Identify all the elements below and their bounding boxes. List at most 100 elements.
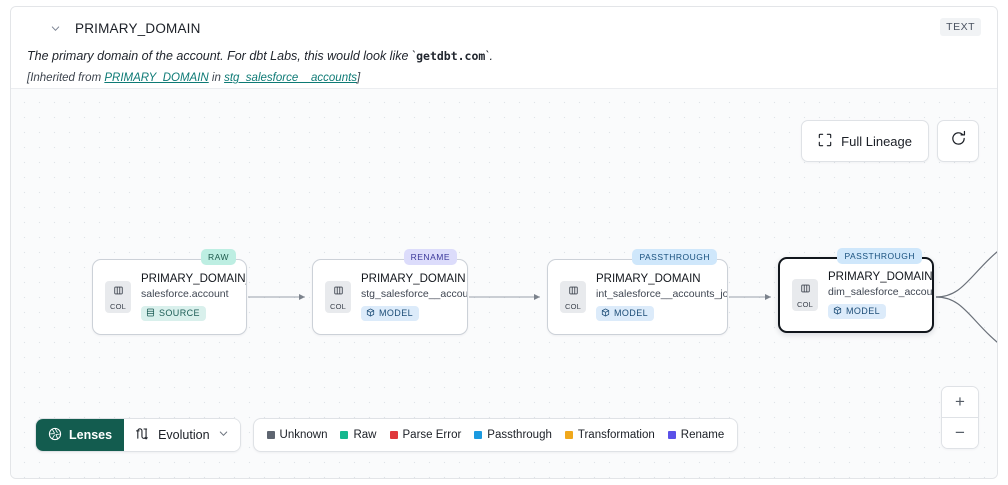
cube-icon <box>366 308 375 319</box>
chevron-down-icon <box>218 428 229 442</box>
column-detail-panel: PRIMARY_DOMAIN TEXT The primary domain o… <box>10 6 998 479</box>
lineage-node[interactable]: RAW COL PRIMARY_DOMAIN__C salesforce.accoun… <box>92 249 247 335</box>
node-column-name: PRIMARY_DOMAIN <box>828 270 932 283</box>
node-asset-type-label: SOURCE <box>159 308 200 318</box>
legend-swatch <box>266 431 275 439</box>
node-column-name: PRIMARY_DOMAIN <box>596 272 701 285</box>
zoom-controls: + − <box>941 386 979 449</box>
lenses-button[interactable]: Lenses <box>36 419 125 451</box>
node-asset-type-label: MODEL <box>614 308 649 318</box>
legend-swatch <box>667 431 676 439</box>
evolution-label: Evolution <box>158 428 210 442</box>
node-body: PRIMARY_DOMAIN dim_salesforce_accountsMOD… <box>828 271 932 320</box>
lineage-node[interactable]: PASSTHROUGH COL PRIMARY_DOMAIN int_salesfor… <box>547 249 728 335</box>
column-type-chip: COL <box>560 281 586 313</box>
legend-item[interactable]: Passthrough <box>474 429 552 441</box>
canvas-top-controls: Full Lineage <box>801 120 979 162</box>
description-text: The primary domain of the account. For d… <box>27 49 412 63</box>
column-title-row: PRIMARY_DOMAIN <box>27 17 981 39</box>
column-icon <box>800 281 811 299</box>
refresh-icon <box>950 130 967 152</box>
zoom-in-button[interactable]: + <box>942 387 978 418</box>
node-transformation-badge: RAW <box>200 249 236 265</box>
expand-icon <box>818 133 832 150</box>
node-dataset-name: int_salesforce__accounts_joined <box>596 287 727 300</box>
edge-out-lower <box>935 296 997 343</box>
legend-label: Rename <box>680 429 725 441</box>
legend-label: Passthrough <box>487 429 552 441</box>
legend-swatch <box>474 431 483 439</box>
node-asset-type-pill: MODEL <box>828 303 887 319</box>
column-type-chip: COL <box>105 281 131 313</box>
lens-control-group: Lenses Evolution <box>35 418 241 452</box>
legend-swatch <box>389 431 398 439</box>
inherited-from-note: [Inherited from PRIMARY_DOMAIN in stg_sa… <box>27 72 981 84</box>
legend-swatch <box>564 431 573 439</box>
full-lineage-label: Full Lineage <box>841 133 912 149</box>
cube-icon <box>833 306 842 317</box>
node-body: PRIMARY_DOMAIN__C salesforce.accountSOURC… <box>141 273 246 322</box>
node-column-name: PRIMARY_DOMAIN <box>361 272 466 285</box>
table-icon <box>146 308 155 319</box>
column-type-chip: COL <box>325 281 351 313</box>
node-asset-type-label: MODEL <box>379 308 414 318</box>
refresh-button[interactable] <box>937 120 979 162</box>
aperture-icon <box>48 427 62 444</box>
node-asset-type-pill: MODEL <box>596 305 655 321</box>
zoom-out-button[interactable]: − <box>942 418 978 448</box>
evolution-dropdown[interactable]: Evolution <box>124 419 240 451</box>
page-title: PRIMARY_DOMAIN <box>75 20 201 36</box>
node-body: PRIMARY_DOMAIN int_salesforce__accounts_j… <box>596 273 727 322</box>
full-lineage-button[interactable]: Full Lineage <box>801 120 929 162</box>
legend-item[interactable]: Transformation <box>564 429 655 441</box>
node-transformation-badge: RENAME <box>403 249 457 265</box>
column-chip-label: COL <box>564 302 582 311</box>
column-chip-label: COL <box>109 302 127 311</box>
cube-icon <box>601 308 610 319</box>
legend-label: Unknown <box>279 429 328 441</box>
node-transformation-badge: PASSTHROUGH <box>837 248 922 264</box>
legend-item[interactable]: Raw <box>340 429 377 441</box>
lineage-node[interactable]: PASSTHROUGH COL PRIMARY_DOMAIN dim_salesfor… <box>778 248 934 333</box>
evolution-icon <box>135 426 150 444</box>
inherited-column-link[interactable]: PRIMARY_DOMAIN <box>104 72 209 85</box>
node-transformation-badge: PASSTHROUGH <box>632 249 717 265</box>
node-body: PRIMARY_DOMAINstg_salesforce__accountsMO… <box>361 273 467 322</box>
node-column-name: PRIMARY_DOMAIN__C <box>141 272 246 285</box>
column-type-badge: TEXT <box>940 18 981 36</box>
column-icon <box>113 283 124 301</box>
legend-swatch <box>340 431 349 439</box>
chevron-down-icon[interactable] <box>47 20 63 36</box>
inherited-mid: in <box>208 72 225 85</box>
node-asset-type-pill: SOURCE <box>141 305 206 321</box>
legend-label: Raw <box>353 429 377 441</box>
node-dataset-name: dim_salesforce_accounts <box>828 285 932 298</box>
node-dataset-name: salesforce.account <box>141 287 229 300</box>
column-description: The primary domain of the account. For d… <box>27 49 493 63</box>
inherited-suffix: ] <box>357 72 361 85</box>
column-chip-label: COL <box>796 300 814 309</box>
lenses-label: Lenses <box>69 428 113 442</box>
legend-item[interactable]: Unknown <box>266 429 328 441</box>
legend-label: Parse Error <box>402 429 462 441</box>
edge-out-upper <box>935 251 997 298</box>
column-icon <box>333 283 344 301</box>
lineage-legend: Unknown Raw Parse Error Passthrough Transfor… <box>252 418 739 452</box>
legend-item[interactable]: Rename <box>667 429 725 441</box>
canvas-bottom-bar: Lenses Evolution <box>35 418 739 452</box>
inherited-prefix: [Inherited from <box>27 72 105 85</box>
column-chip-label: COL <box>329 302 347 311</box>
column-type-chip: COL <box>792 279 818 311</box>
description-code: getdbt.com <box>416 49 486 63</box>
legend-label: Transformation <box>577 429 655 441</box>
column-header: PRIMARY_DOMAIN TEXT The primary domain o… <box>11 7 997 87</box>
description-suffix: . <box>489 49 493 63</box>
node-asset-type-pill: MODEL <box>361 305 420 321</box>
inherited-model-link[interactable]: stg_salesforce__accounts <box>224 72 358 85</box>
node-asset-type-label: MODEL <box>846 306 881 316</box>
legend-item[interactable]: Parse Error <box>389 429 462 441</box>
column-icon <box>568 283 579 301</box>
